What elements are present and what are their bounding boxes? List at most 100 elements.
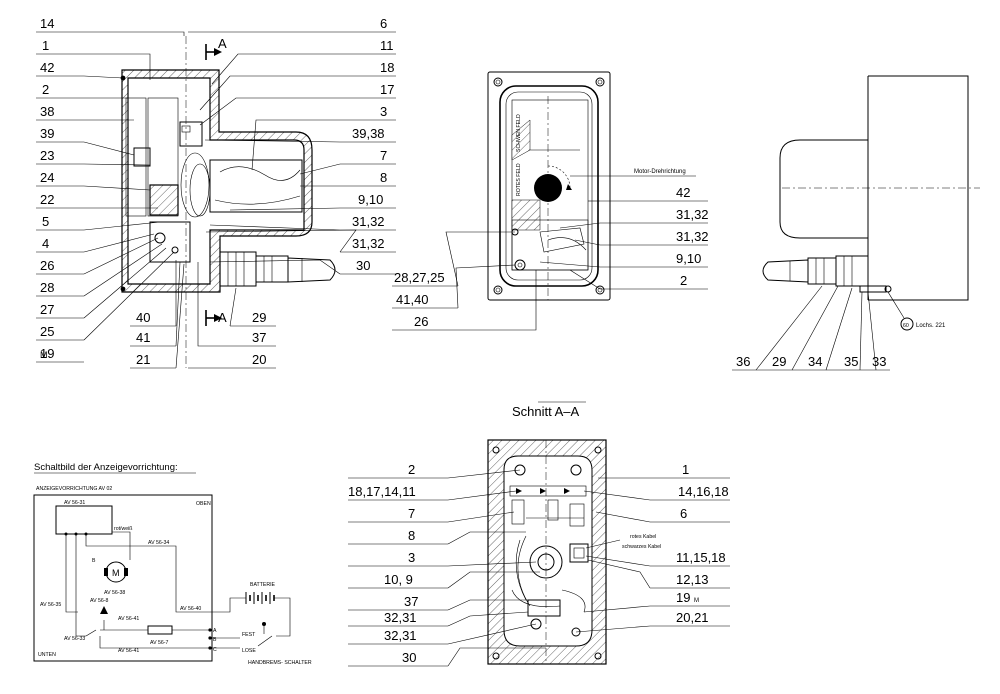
block: [149, 184, 179, 216]
exterior-labels: 36 29 34 35 33: [732, 285, 890, 371]
label: 7: [408, 506, 415, 521]
label: 23: [40, 148, 54, 163]
section-cavity: [503, 455, 593, 647]
label: 22: [40, 192, 54, 207]
label: 1: [682, 462, 689, 477]
label: 28,27,25: [394, 270, 445, 285]
label: 18: [380, 60, 394, 75]
svg-text:AV 56-31: AV 56-31: [64, 500, 85, 506]
label: 5: [42, 214, 49, 229]
svg-text:B: B: [92, 558, 96, 564]
label: 41: [136, 330, 150, 345]
label: 24: [40, 170, 54, 185]
label: 37: [252, 330, 266, 345]
section-marker-bottom: A: [205, 310, 227, 326]
exterior-view: 60 Lochs. 221: [762, 75, 980, 331]
label: 2: [408, 462, 415, 477]
label: 31,32: [352, 236, 385, 251]
label: 18,17,14,11: [348, 484, 416, 499]
svg-text:LOSE: LOSE: [242, 648, 256, 654]
gear: [154, 232, 166, 244]
label: 10, 9: [384, 572, 413, 587]
cable-black-label: schwarzes Kabel: [622, 544, 661, 550]
label: 25: [40, 324, 54, 339]
top-label: OBEN: [196, 501, 211, 507]
left-labels: 14 1 42 2 38 39 23 24 22 5 4 26 28 27 25…: [36, 16, 185, 363]
label: 8: [408, 528, 415, 543]
bottom-labels: 40 41 21 29 37 20: [130, 260, 276, 369]
label: 26: [40, 258, 54, 273]
svg-text:BATTERIE: BATTERIE: [250, 582, 276, 588]
label: 14: [40, 16, 54, 31]
svg-text:B: B: [213, 637, 217, 643]
schematic-box: [33, 494, 213, 662]
label: 17: [380, 82, 394, 97]
side-section-view: A A: [120, 36, 336, 368]
label: 3: [408, 550, 415, 565]
schematic-box-title: ANZEIGEVORRICHTUNG AV 02: [36, 486, 112, 492]
label: 7: [380, 148, 387, 163]
svg-text:HANDBREMS- SCHALTER: HANDBREMS- SCHALTER: [248, 660, 312, 666]
field-label-bottom: ROTES FELD: [516, 163, 522, 196]
housing-plate: [487, 71, 611, 301]
label: 38: [40, 104, 54, 119]
svg-text:A: A: [218, 36, 227, 51]
schematic: ANZEIGEVORRICHTUNG AV 02 OBEN UNTEN AV 5…: [33, 486, 312, 666]
wire: [214, 195, 301, 205]
label: 30: [402, 650, 416, 665]
label: 26: [414, 314, 428, 329]
screw: [120, 286, 126, 292]
label: 8: [380, 170, 387, 185]
label: 11: [380, 38, 394, 53]
label: 21: [136, 352, 150, 367]
label: 31,32: [676, 229, 709, 244]
svg-text:AV 56-41: AV 56-41: [118, 648, 139, 654]
label: 34: [808, 354, 822, 369]
cover-plate: [125, 97, 147, 217]
label: 42: [40, 60, 54, 75]
svg-text:60: 60: [903, 323, 909, 329]
section-title: Schnitt A–A: [512, 404, 580, 419]
label: 4: [42, 236, 49, 251]
label: 31,32: [676, 207, 709, 222]
label: 1: [42, 38, 49, 53]
label: 6: [380, 16, 387, 31]
label: 28: [40, 280, 54, 295]
label: 37: [404, 594, 418, 609]
label: 9,10: [676, 251, 701, 266]
cable-gland: [219, 251, 336, 287]
label: 31,32: [352, 214, 385, 229]
label: 2: [42, 82, 49, 97]
label: 35: [844, 354, 858, 369]
svg-text:A: A: [218, 310, 227, 325]
label: 27: [40, 302, 54, 317]
label: 2: [680, 273, 687, 288]
label: 40: [136, 310, 150, 325]
label: 42: [676, 185, 690, 200]
svg-text:A: A: [213, 628, 217, 634]
svg-text:M: M: [112, 568, 120, 578]
field-label-top: SCHWEN FELD: [516, 114, 522, 152]
svg-text:FEST: FEST: [242, 632, 256, 638]
svg-text:AV 56-35: AV 56-35: [40, 602, 61, 608]
svg-text:AV 56-8: AV 56-8: [90, 598, 108, 604]
bottom-label: UNTEN: [38, 652, 56, 658]
hole-note: Lochs. 221: [916, 323, 946, 329]
label: 3: [380, 104, 387, 119]
cable-loop: [189, 163, 211, 217]
label: 20: [252, 352, 266, 367]
label: 41,40: [396, 292, 429, 307]
label: 12,13: [676, 572, 709, 587]
section-marker-top: A: [205, 36, 227, 60]
resistor: [147, 625, 173, 635]
label: 32,31: [384, 610, 417, 625]
window-frame: [499, 85, 599, 287]
svg-text:AV 56-33: AV 56-33: [64, 636, 85, 642]
schematic-heading: Schaltbild der Anzeigevorrichtung:: [34, 462, 178, 473]
cable-loop: [180, 152, 210, 218]
label: 20,21: [676, 610, 709, 625]
housing-wall: [121, 69, 313, 293]
label: 30: [356, 258, 370, 273]
gear: [171, 246, 179, 254]
